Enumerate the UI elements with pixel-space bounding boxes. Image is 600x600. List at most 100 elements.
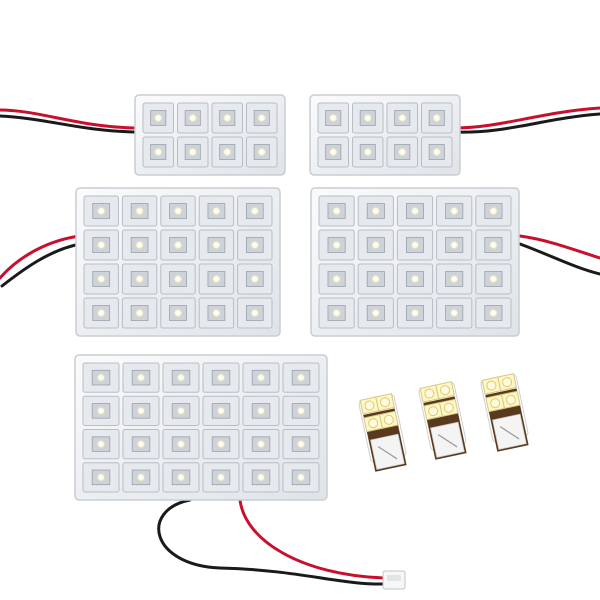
led-chip [329,147,338,157]
led-cell [82,362,120,393]
smd-led-emitter [443,402,454,413]
wires-top-left [0,108,142,134]
led-cell [162,362,200,393]
smd-led-emitter [424,388,435,399]
led-cell [318,263,355,295]
led-chip [97,373,105,382]
led-chip [332,240,341,250]
led-chip [97,240,106,250]
led-chip [173,206,183,216]
led-cell [318,229,355,261]
led-chip [257,440,265,449]
led-cell [211,136,243,168]
led-chip [450,240,459,250]
led-cell [237,263,273,295]
led-chip [371,206,380,216]
led-cell [386,136,418,168]
bulb-trace [499,426,520,440]
wires-mid-left [0,234,82,288]
bulb-wedge [430,421,465,458]
led-chip [188,113,197,123]
led-cell [162,395,200,426]
led-cell [396,263,434,295]
led-chip [137,406,145,415]
led-cell [83,263,119,295]
led-chip [217,473,225,482]
led-chip [173,274,183,284]
led-cell [177,102,209,134]
led-cell [177,136,209,168]
led-cell [396,195,434,227]
led-chip [212,206,221,216]
led-panel-4x5-right [310,187,520,337]
led-cell [198,263,235,295]
t10-wedge-bulb-3 [480,373,529,452]
led-chip [217,406,225,415]
smd-led-emitter [364,400,375,411]
led-chip [97,206,106,216]
led-panel-4x5-left [75,187,281,337]
led-chip [489,206,498,216]
led-chip [410,240,420,250]
led-chip [363,113,372,123]
led-chip [173,308,183,318]
led-chip [363,147,372,157]
led-chip [177,406,185,415]
bulb-wedge [492,413,527,450]
led-cell [475,195,512,227]
led-cell [142,136,174,168]
led-chip [217,373,225,382]
smd-led-emitter [428,406,439,417]
smd-led-emitter [383,414,394,425]
led-cell [242,429,280,460]
led-chip [223,113,232,123]
led-chip [250,206,259,216]
bulb-wedge [370,433,405,470]
wires-bottom [157,498,387,586]
led-cell [160,297,196,329]
led-cell [475,297,512,329]
led-chip [154,113,163,123]
led-cell [198,195,235,227]
led-cell [317,102,349,134]
bulb-trace [377,446,398,460]
smd-led-emitter [440,385,451,396]
led-cell [237,297,273,329]
led-cell [436,263,473,295]
led-cell [475,229,512,261]
led-chip [489,308,498,318]
led-chip [250,240,259,250]
led-cell [282,395,320,426]
led-chip [135,206,144,216]
led-chip [329,113,338,123]
led-chip [212,240,221,250]
led-cell [202,429,240,460]
led-chip [432,147,441,157]
led-cell [421,136,453,168]
led-chip [135,240,144,250]
led-chip [410,308,420,318]
led-cell [162,429,200,460]
led-cell [121,263,158,295]
led-cell [121,297,158,329]
led-cell [282,362,320,393]
led-cell [242,395,280,426]
red-wire [518,234,600,260]
led-chip [154,147,163,157]
t10-wedge-bulb-1 [358,393,407,472]
led-cell [122,362,160,393]
led-cell [357,263,394,295]
smd-led-emitter [505,394,516,405]
led-chip [135,274,144,284]
led-chip [332,206,341,216]
red-wire [453,106,600,130]
led-cell [160,229,196,261]
led-chip [297,440,305,449]
led-chip [410,206,420,216]
led-cell [202,462,240,493]
led-chip [450,308,459,318]
led-cell [162,462,200,493]
led-cell [317,136,349,168]
smd-led-emitter [380,397,391,408]
led-panel-2x4-right [309,94,461,176]
